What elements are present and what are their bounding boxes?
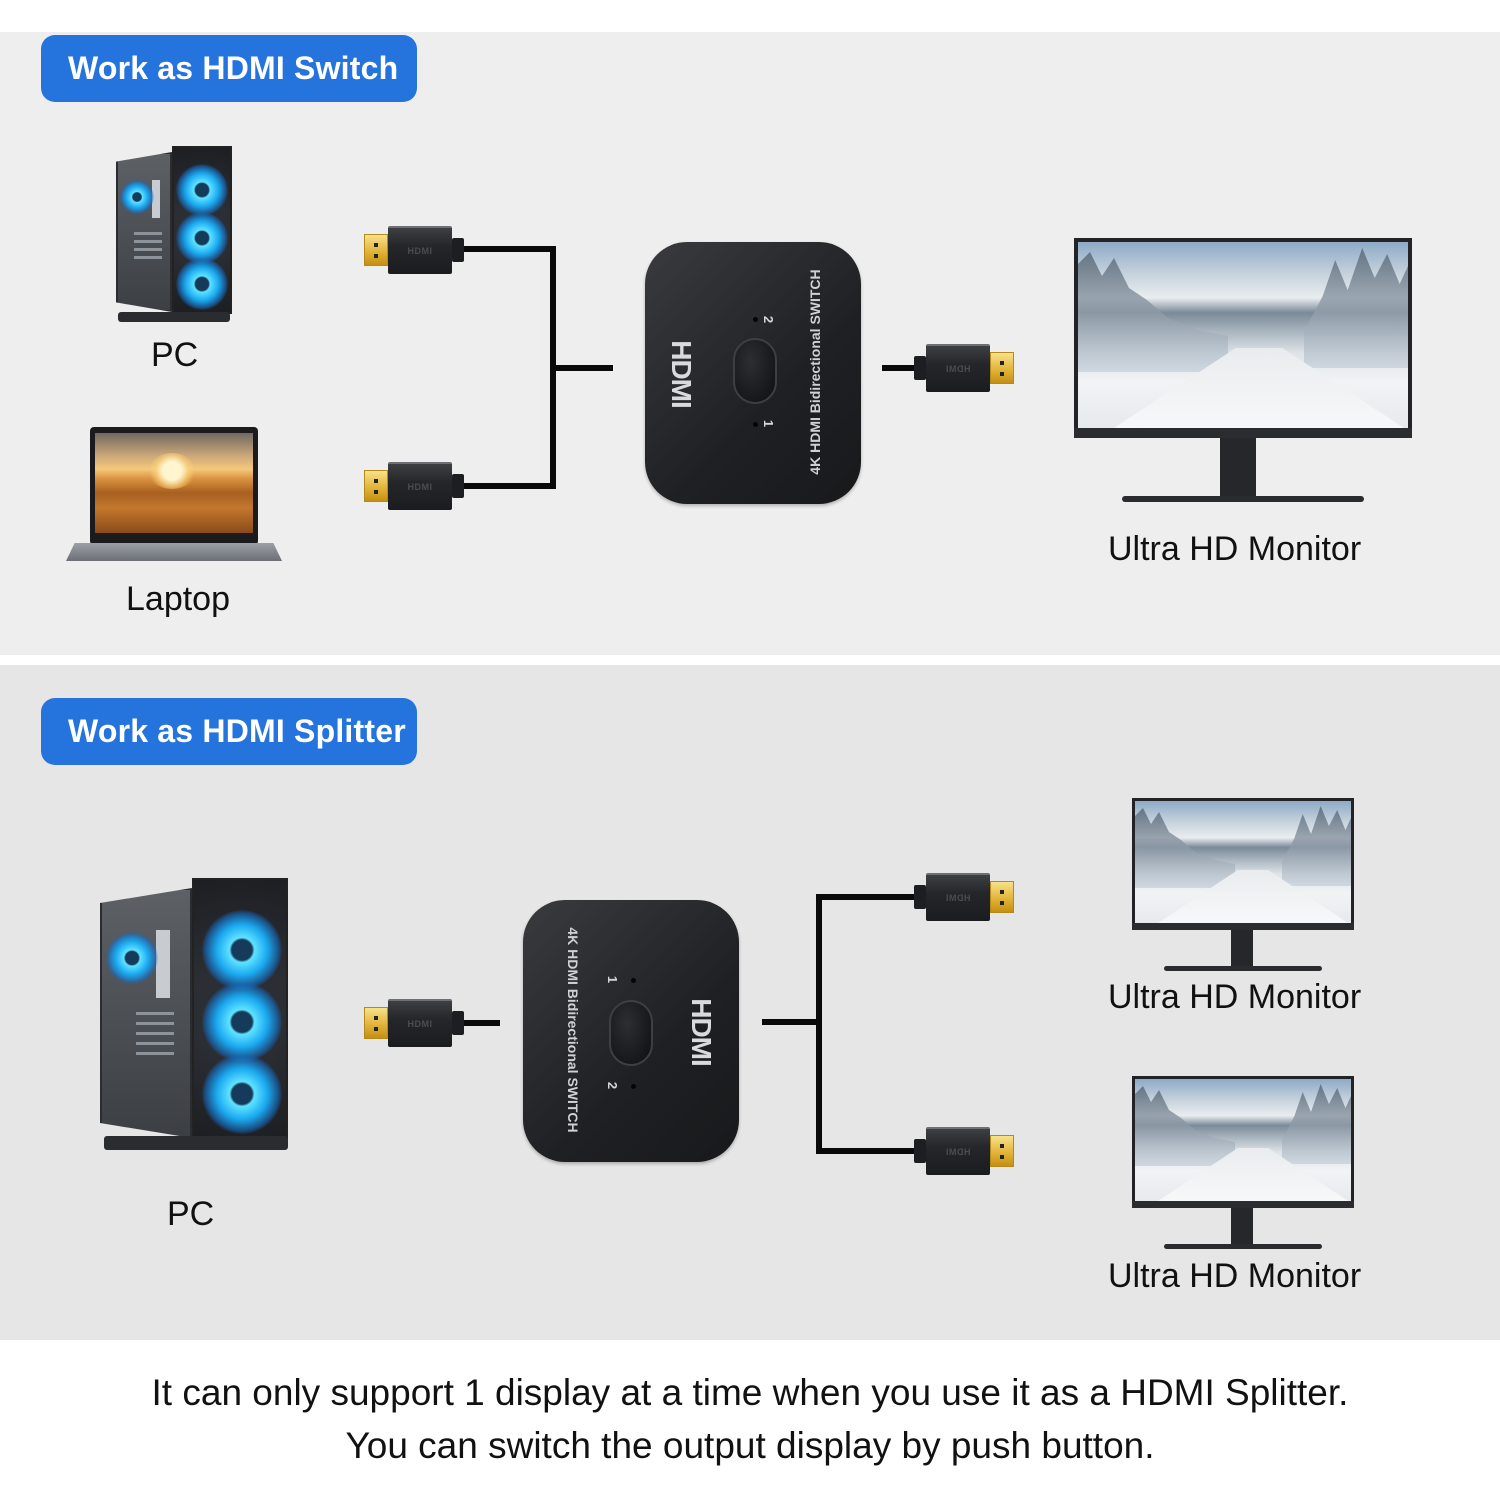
device-model-text: 4K HDMI Bidirectional SWITCH <box>807 269 823 475</box>
push-button[interactable] <box>733 338 777 404</box>
hdmi-connector-output-2: HDMI <box>914 1125 1014 1177</box>
switch-mode-badge: Work as HDMI Switch <box>41 35 417 102</box>
cable-line <box>464 1020 500 1026</box>
led-indicator-1 <box>753 422 758 427</box>
push-button[interactable] <box>609 1000 653 1066</box>
hdmi-switch-device: HDMI 2 1 4K HDMI Bidirectional SWITCH <box>645 242 861 504</box>
pc-tower-icon <box>114 140 234 326</box>
port-2-label: 2 <box>761 315 777 324</box>
port-1-label: 1 <box>605 975 621 984</box>
splitter-mode-panel: Work as HDMI Splitter PC HDMI 4K HDMI Bi… <box>0 665 1500 1340</box>
hdmi-splitter-device: 4K HDMI Bidirectional SWITCH 1 2 HDMI <box>523 900 739 1162</box>
hdmi-logo: HDMI <box>665 340 697 408</box>
led-indicator-1 <box>631 978 636 983</box>
monitor-icon <box>1074 238 1414 504</box>
hdmi-plug-icon <box>990 352 1014 384</box>
laptop-label: Laptop <box>126 580 230 618</box>
hdmi-logo: HDMI <box>685 998 717 1066</box>
cable-line <box>464 483 556 489</box>
port-1-label: 1 <box>761 419 777 428</box>
hdmi-plug-icon <box>364 470 388 502</box>
hdmi-plug-icon <box>364 234 388 266</box>
cable-line <box>464 246 556 252</box>
monitor-label: Ultra HD Monitor <box>1108 530 1362 568</box>
device-model-text: 4K HDMI Bidirectional SWITCH <box>565 927 581 1133</box>
hdmi-plug-icon <box>364 1007 388 1039</box>
cable-line <box>816 894 822 1154</box>
monitor-icon <box>1132 798 1356 974</box>
hdmi-connector-input-2: HDMI <box>364 460 464 512</box>
footer-note-line-2: You can switch the output display by pus… <box>345 1425 1155 1466</box>
pc-tower-icon <box>98 870 290 1162</box>
hdmi-connector-input: HDMI <box>364 997 464 1049</box>
laptop-icon <box>66 427 282 563</box>
hdmi-connector-output: HDMI <box>914 342 1014 394</box>
hdmi-connector-output-1: HDMI <box>914 871 1014 923</box>
hdmi-connector-input-1: HDMI <box>364 224 464 276</box>
monitor-label-1: Ultra HD Monitor <box>1108 978 1362 1016</box>
pc-label: PC <box>167 1195 215 1233</box>
splitter-mode-badge: Work as HDMI Splitter <box>41 698 417 765</box>
hdmi-plug-icon <box>990 1135 1014 1167</box>
cable-line <box>550 365 613 371</box>
footer-note-line-1: It can only support 1 display at a time … <box>151 1372 1349 1413</box>
monitor-label-2: Ultra HD Monitor <box>1108 1257 1362 1295</box>
cable-line <box>816 894 932 900</box>
switch-mode-panel: Work as HDMI Switch PC Laptop HDMI HDMI <box>0 32 1500 655</box>
led-indicator-2 <box>753 317 758 322</box>
cable-line <box>882 365 932 371</box>
cable-line <box>816 1148 932 1154</box>
cable-line <box>762 1019 822 1025</box>
monitor-icon <box>1132 1076 1356 1252</box>
pc-label: PC <box>151 336 199 374</box>
led-indicator-2 <box>631 1084 636 1089</box>
port-2-label: 2 <box>605 1081 621 1090</box>
hdmi-plug-icon <box>990 881 1014 913</box>
